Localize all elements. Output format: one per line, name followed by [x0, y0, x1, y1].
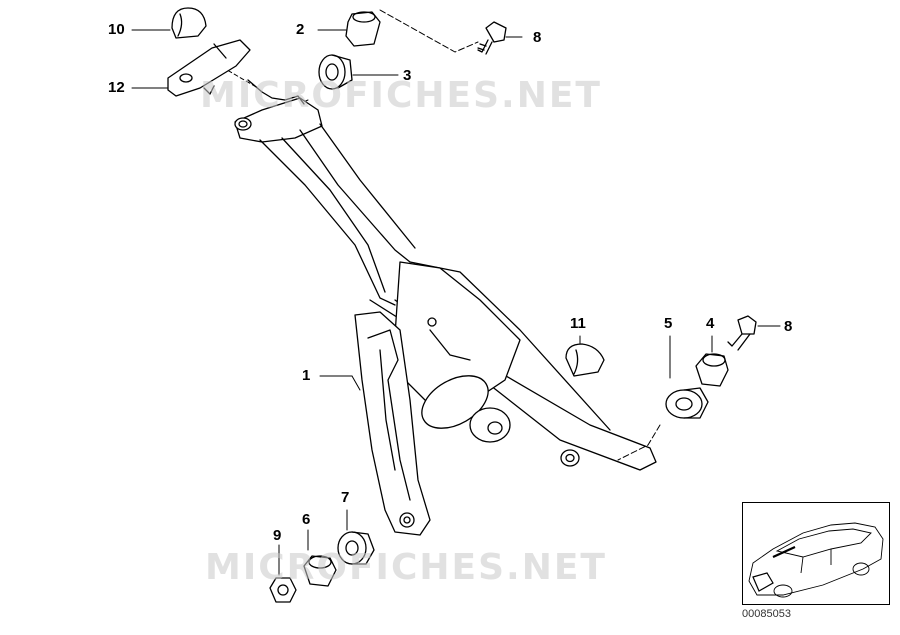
- part-2-bushing: [345, 11, 381, 47]
- car-icon: [748, 522, 884, 598]
- vehicle-thumbnail: [742, 502, 890, 605]
- part-10-rubber-cap: [171, 7, 207, 39]
- callout-11: 11: [570, 315, 586, 332]
- part-12-link: [167, 39, 251, 97]
- callout-1: 1: [302, 367, 311, 384]
- part-5-grommet: [665, 387, 709, 419]
- callout-8-top: 8: [533, 29, 542, 46]
- part-11-rubber-cap: [565, 343, 605, 377]
- document-number: 00085053: [742, 608, 791, 620]
- callout-12: 12: [108, 79, 125, 96]
- wiper-frame: [234, 79, 657, 536]
- callout-3: 3: [403, 67, 412, 84]
- part-9-nut: [269, 577, 297, 603]
- callout-6: 6: [302, 511, 311, 528]
- part-8-bolt-top: [477, 21, 507, 55]
- callout-8-right: 8: [784, 318, 793, 335]
- part-7-grommet: [337, 531, 375, 565]
- callout-5: 5: [664, 315, 673, 332]
- part-3-grommet: [318, 54, 353, 90]
- part-6-bushing: [303, 555, 337, 587]
- part-8-bolt-right: [727, 315, 757, 351]
- watermark-bottom: MICROFICHES.NET: [205, 547, 607, 588]
- callout-7: 7: [341, 489, 350, 506]
- callout-4: 4: [706, 315, 715, 332]
- part-4-bushing: [695, 353, 729, 387]
- callout-9: 9: [273, 527, 282, 544]
- leader-lines: [131, 9, 781, 576]
- callout-2: 2: [296, 21, 305, 38]
- callout-10: 10: [108, 21, 125, 38]
- watermark-top: MICROFICHES.NET: [200, 75, 602, 116]
